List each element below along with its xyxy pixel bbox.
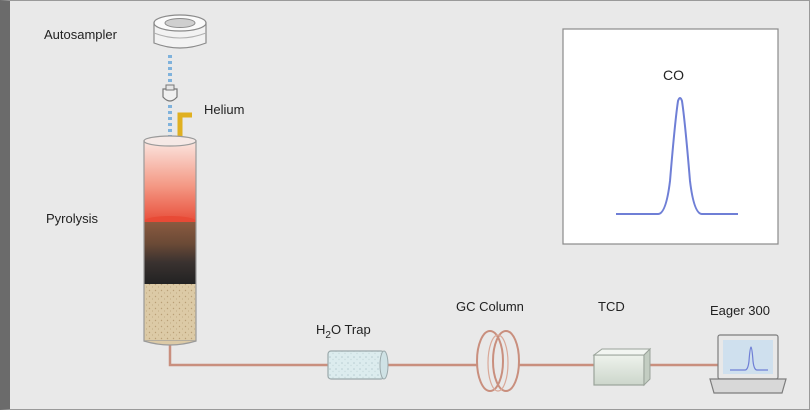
laptop-icon <box>709 334 787 394</box>
helium-tube <box>177 112 192 137</box>
h2o-trap-icon <box>327 350 389 380</box>
tcd-detector-icon <box>592 347 652 387</box>
pyrolysis-label: Pyrolysis <box>46 211 99 226</box>
chromatogram-inset: CO <box>562 28 779 245</box>
flow-pipe <box>168 341 718 367</box>
autosampler-icon <box>153 14 207 49</box>
h2o-trap-label: H2O Trap <box>316 322 371 341</box>
tcd-label: TCD <box>598 299 625 314</box>
autosampler-label: Autosampler <box>44 27 118 42</box>
co-peak-label: CO <box>663 67 684 83</box>
helium-label: Helium <box>204 102 244 117</box>
co-peak-line <box>616 97 738 215</box>
gc-column-coil-icon <box>476 330 520 392</box>
pyrolysis-column <box>143 135 197 346</box>
sample-capsule-icon <box>162 84 178 102</box>
eager-300-label: Eager 300 <box>710 303 770 318</box>
pyrolysis-gc-diagram: Autosampler Helium Pyrolysis H2O Trap GC… <box>44 14 787 394</box>
gc-column-label: GC Column <box>456 299 524 314</box>
